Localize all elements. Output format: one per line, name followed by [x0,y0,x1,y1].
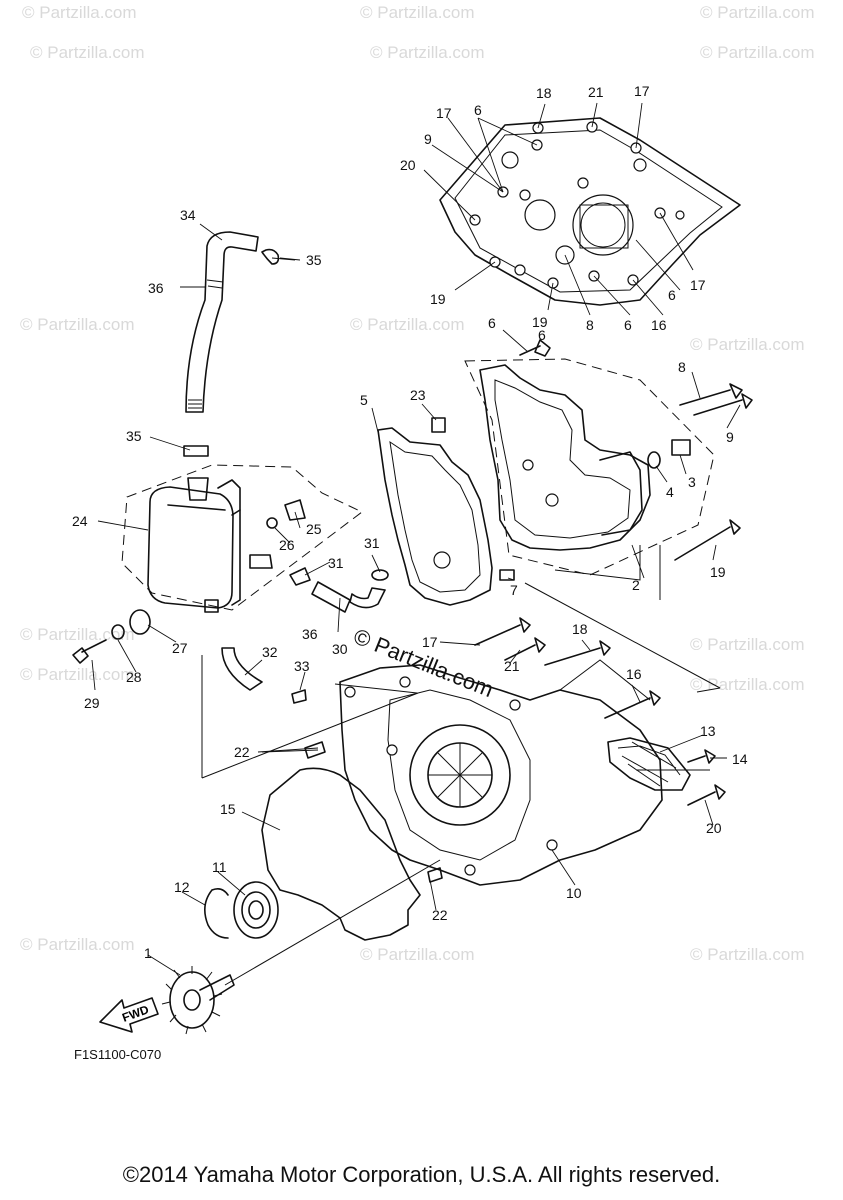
callout-labels: 1 2 3 4 5 6 6 6 6 6 7 8 8 9 9 10 11 12 1… [72,83,748,961]
callout-34: 34 [180,207,196,223]
callout-24: 24 [72,513,88,529]
callout-21: 21 [504,658,520,674]
callout-17: 17 [634,83,650,99]
callout-6: 6 [488,315,496,331]
callout-16: 16 [626,666,642,682]
watermark: © Partzilla.com [22,3,137,22]
watermark: © Partzilla.com [370,43,485,62]
callout-20: 20 [706,820,722,836]
callout-35: 35 [306,252,322,268]
callout-6: 6 [474,102,482,118]
callout-15: 15 [220,801,236,817]
crankcase-cover [339,659,663,886]
watermark: © Partzilla.com [690,675,805,694]
callout-35: 35 [126,428,142,444]
callout-14: 14 [732,751,748,767]
callout-19: 19 [430,291,446,307]
callout-22: 22 [234,744,250,760]
callout-9: 9 [726,429,734,445]
watermark: © Partzilla.com [20,625,135,644]
gasket [377,427,493,606]
callout-22: 22 [432,907,448,923]
callout-6: 6 [668,287,676,303]
callout-32: 32 [262,644,278,660]
watermark: © Partzilla.com [350,315,465,334]
callout-19: 19 [532,314,548,330]
callout-23: 23 [410,387,426,403]
watermark: © Partzilla.com [20,315,135,334]
callout-17: 17 [436,105,452,121]
callout-19: 19 [710,564,726,580]
callout-17: 17 [422,634,438,650]
callout-27: 27 [172,640,188,656]
cover-gasket [261,767,421,941]
watermark: © Partzilla.com [360,3,475,22]
callout-17: 17 [690,277,706,293]
callout-7: 7 [510,582,518,598]
callout-8: 8 [586,317,594,333]
callout-20: 20 [400,157,416,173]
callout-12: 12 [174,879,190,895]
callout-2: 2 [632,577,640,593]
leader-lines [91,102,741,976]
callout-13: 13 [700,723,716,739]
gear-bearing-group [161,881,279,1035]
watermark: © Partzilla.com [360,945,475,964]
callout-31: 31 [364,535,380,551]
callout-31: 31 [328,555,344,571]
small-hoses [221,567,389,704]
breather-hose-assembly [183,231,280,457]
callout-5: 5 [360,392,368,408]
watermark: © Partzilla.com [690,335,805,354]
callout-29: 29 [84,695,100,711]
callout-4: 4 [666,484,674,500]
callout-11: 11 [212,859,227,875]
callout-6: 6 [538,327,546,343]
pump-housing [479,364,651,551]
watermark: © Partzilla.com [20,665,135,684]
copyright-notice: ©2014 Yamaha Motor Corporation, U.S.A. A… [122,1162,721,1187]
callout-8: 8 [678,359,686,375]
callout-21: 21 [588,84,604,100]
watermark: © Partzilla.com [690,635,805,654]
crankcase-upper [439,117,741,306]
callout-18: 18 [572,621,588,637]
callout-3: 3 [688,474,696,490]
callout-26: 26 [279,537,295,553]
watermark: © Partzilla.com [30,43,145,62]
small-fasteners-left [72,499,306,664]
callout-25: 25 [306,521,322,537]
callout-33: 33 [294,658,310,674]
callout-16: 16 [651,317,667,333]
fwd-arrow: FWD [99,997,159,1033]
callout-9: 9 [424,131,432,147]
callout-36: 36 [302,626,318,642]
pump-bolts [431,339,753,581]
callout-30: 30 [332,641,348,657]
watermark: © Partzilla.com [690,945,805,964]
diagram-code: F1S1100-C070 [74,1047,162,1062]
cover-bolts [304,617,726,883]
watermark: © Partzilla.com [700,43,815,62]
callout-10: 10 [566,885,582,901]
callout-18: 18 [536,85,552,101]
callout-36: 36 [148,280,164,296]
callout-1: 1 [144,945,152,961]
callout-6: 6 [624,317,632,333]
breather-box [147,477,273,613]
watermark: © Partzilla.com [700,3,815,22]
watermark: © Partzilla.com [20,935,135,954]
callout-28: 28 [126,669,142,685]
assembly-guides [121,358,721,986]
